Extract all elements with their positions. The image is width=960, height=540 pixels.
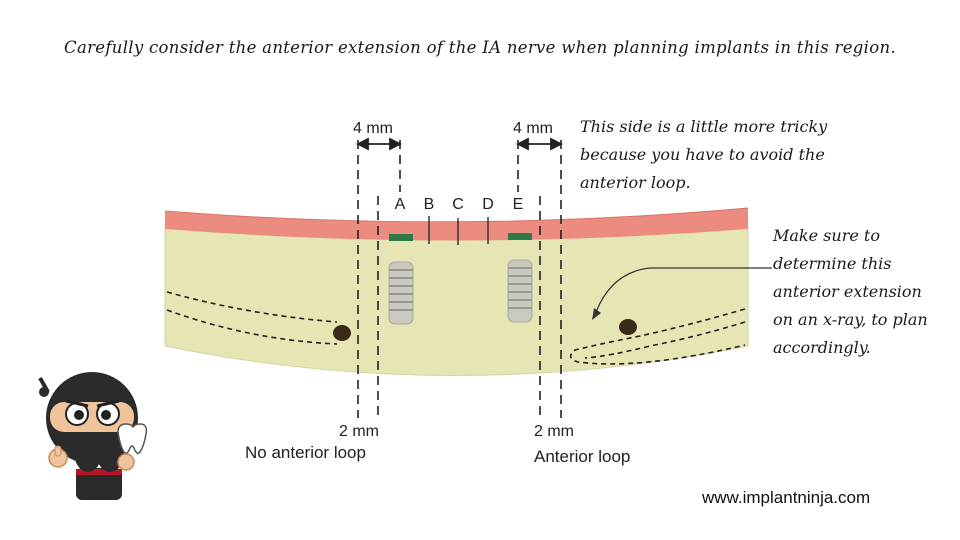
- tooth-icon: [117, 423, 148, 471]
- bone: [164, 227, 749, 376]
- right-bottom-dimension: 2 mm: [534, 423, 574, 440]
- position-label: E: [513, 196, 524, 213]
- left-caption: No anterior loop: [245, 443, 366, 462]
- gingiva: [165, 208, 748, 241]
- note-line: accordingly.: [773, 338, 871, 357]
- nerve-canal-left: [166, 291, 338, 345]
- right-top-dimension: 4 mm: [513, 120, 553, 137]
- healing-cap-left: [389, 234, 413, 241]
- note-line: anterior loop.: [580, 173, 691, 192]
- nerve-canal-right: [569, 308, 746, 365]
- note-tricky: This side is a little more tricky becaus…: [580, 113, 880, 197]
- note-extension: Make sure to determine this anterior ext…: [773, 222, 958, 362]
- position-label: C: [452, 196, 464, 213]
- pointer-arrow: [595, 267, 772, 313]
- healing-cap-right: [508, 233, 532, 240]
- implant-left-icon: [388, 261, 414, 325]
- note-line: because you have to avoid the: [580, 145, 825, 164]
- note-line: determine this: [773, 254, 892, 273]
- note-line: Make sure to: [773, 226, 880, 245]
- implant-right-icon: [507, 259, 533, 323]
- position-label: B: [424, 196, 435, 213]
- mental-foramen-right: [619, 319, 637, 335]
- note-line: anterior extension: [773, 282, 922, 301]
- mental-foramen-left: [333, 325, 351, 341]
- right-caption: Anterior loop: [534, 447, 630, 466]
- position-label: D: [482, 196, 494, 213]
- ninja-mascot-icon: [38, 372, 138, 500]
- note-line: This side is a little more tricky: [580, 117, 828, 136]
- position-label: A: [395, 196, 406, 213]
- headline: Carefully consider the anterior extensio…: [64, 38, 896, 57]
- note-line: on an x-ray, to plan: [773, 310, 928, 329]
- left-bottom-dimension: 2 mm: [339, 423, 379, 440]
- website-link[interactable]: www.implantninja.com: [702, 488, 871, 507]
- left-top-dimension: 4 mm: [353, 120, 393, 137]
